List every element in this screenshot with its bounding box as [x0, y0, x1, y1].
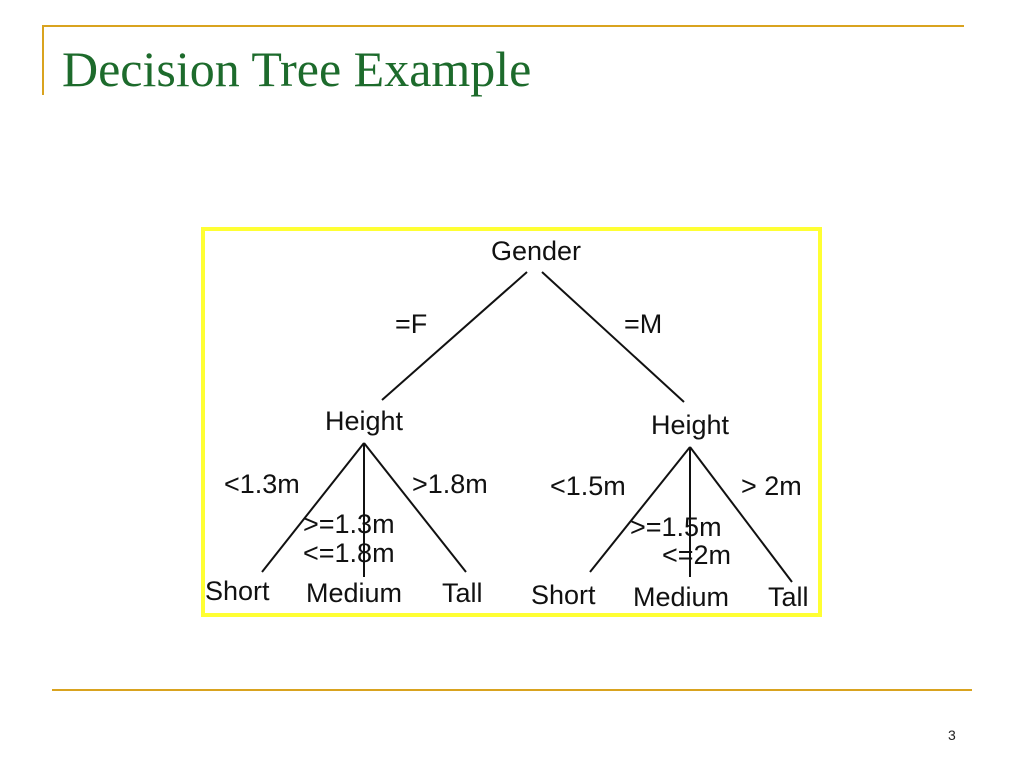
- leaf-right-tall: Tall: [768, 582, 809, 612]
- edge-label-female: =F: [395, 309, 427, 339]
- diagram-frame: [201, 227, 822, 617]
- edge-root-right: [541, 271, 685, 403]
- root-node: Gender: [491, 236, 581, 266]
- edge-label-male: =M: [624, 309, 662, 339]
- leaf-right-short: Short: [531, 580, 596, 610]
- slide-title: Decision Tree Example: [62, 41, 532, 97]
- page-number: 3: [948, 727, 956, 743]
- edge-label-left-medium-2: <=1.8m: [303, 538, 395, 568]
- leaf-left-medium: Medium: [306, 578, 402, 608]
- leaf-left-tall: Tall: [442, 578, 483, 608]
- edge-label-left-tall: >1.8m: [412, 469, 488, 499]
- title-accent-top: [42, 25, 964, 27]
- leaf-left-short: Short: [205, 576, 270, 606]
- leaf-right-medium: Medium: [633, 582, 729, 612]
- edge-label-left-medium-1: >=1.3m: [303, 509, 395, 539]
- edge-label-right-medium-2: <=2m: [662, 540, 731, 570]
- edge-label-right-medium-1: >=1.5m: [630, 512, 722, 542]
- edge-left-tall: [363, 442, 467, 573]
- right-height-node: Height: [651, 410, 730, 440]
- edge-label-left-short: <1.3m: [224, 469, 300, 499]
- edge-left-short: [261, 442, 365, 573]
- edge-right-tall: [689, 446, 793, 583]
- edge-root-left: [381, 271, 528, 401]
- edge-label-right-tall: > 2m: [741, 471, 802, 501]
- edge-right-short: [589, 446, 691, 573]
- left-height-node: Height: [325, 406, 404, 436]
- title-accent-left: [42, 25, 44, 95]
- edge-label-right-short: <1.5m: [550, 471, 626, 501]
- footer-rule: [52, 689, 972, 691]
